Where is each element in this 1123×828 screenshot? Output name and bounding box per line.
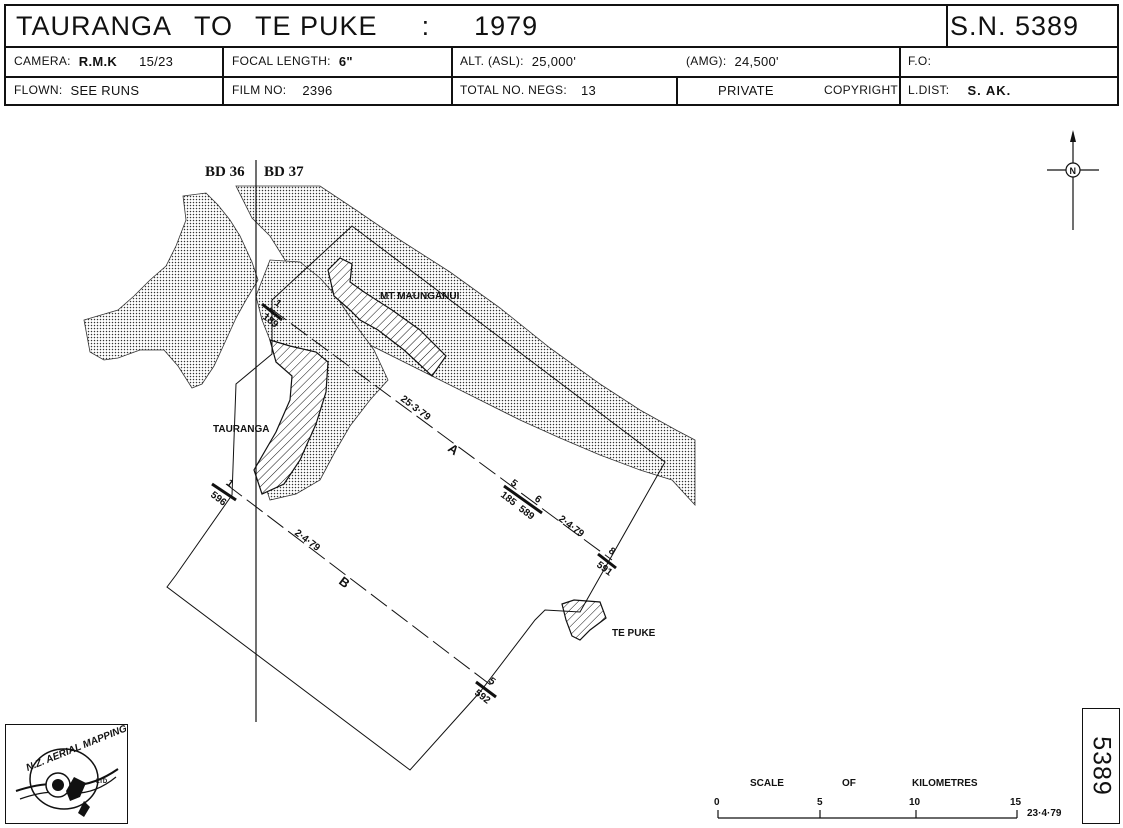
header-table: TAURANGA TO TE PUKE : 1979 S.N. 5389 CAM… xyxy=(4,4,1119,106)
run-a-letter: A xyxy=(445,440,462,458)
copyright-label: COPYRIGHT xyxy=(824,83,899,97)
ldist-field: L.DIST: S. AK. xyxy=(908,82,1012,98)
map-title: TAURANGA TO TE PUKE : 1979 xyxy=(16,6,916,46)
scale-tick-15: 15 xyxy=(1010,797,1022,808)
svg-text:N.Z. AERIAL MAPPING: N.Z. AERIAL MAPPING xyxy=(25,725,126,774)
run-a-start-tick xyxy=(261,302,283,322)
scale-tick-5: 5 xyxy=(817,797,823,808)
run-b-flight-line xyxy=(225,483,493,687)
sheet-number: S.N. 5389 xyxy=(950,10,1080,41)
scale-word: SCALE xyxy=(750,778,784,789)
run-b-end-tick xyxy=(475,680,497,699)
title-to-word: TO xyxy=(194,10,234,41)
altitude-amg-field: (AMG): 24,500' xyxy=(686,53,779,69)
focal-length-field: FOCAL LENGTH: 6" xyxy=(232,53,353,69)
header-rule xyxy=(6,46,1117,48)
title-year: 1979 xyxy=(474,10,539,41)
te-puke-urban xyxy=(561,599,607,641)
place-mt-maunganui: MT MAUNGANUI xyxy=(380,291,460,302)
header-rule xyxy=(6,76,1117,78)
svg-text:N: N xyxy=(1070,166,1077,176)
mt-maunganui-urban xyxy=(327,257,447,377)
run-b-start-tick xyxy=(211,482,237,502)
scale-of-word: OF xyxy=(842,778,856,789)
title-separator: : xyxy=(421,10,431,41)
scale-tick-0: 0 xyxy=(714,797,720,808)
run-a-mid-neg-right: 6 xyxy=(532,494,543,506)
place-te-puke: TE PUKE xyxy=(612,628,656,639)
run-a-coverage xyxy=(166,225,666,771)
company-logo: N.Z. AERIAL MAPPING LTD. xyxy=(5,723,129,824)
private-label: PRIVATE xyxy=(718,82,774,98)
coastline-land xyxy=(83,192,259,389)
scale-bar: SCALE OF KILOMETRES 0 5 10 15 23·4·79 xyxy=(714,778,1062,819)
run-b-start-neg: 1 xyxy=(224,478,235,490)
fo-field: F.O: xyxy=(908,54,932,68)
scale-date: 23·4·79 xyxy=(1027,808,1062,819)
run-b-date: 2·4·79 xyxy=(292,528,322,554)
tauranga-urban xyxy=(253,339,329,495)
run-b-end-neg: 5 xyxy=(486,676,497,688)
title-from: TAURANGA xyxy=(16,10,173,41)
scale-unit: KILOMETRES xyxy=(912,778,978,789)
title-to: TE PUKE xyxy=(255,10,378,41)
flown-field: FLOWN: SEE RUNS xyxy=(14,82,140,98)
run-a-date2: 2·4·79 xyxy=(556,514,586,540)
run-a-end-frame: 591 xyxy=(594,560,614,579)
camera-field: CAMERA: R.M.K 15/23 xyxy=(14,53,174,69)
total-negs-field: TOTAL NO. NEGS: 13 xyxy=(460,82,597,98)
scale-tick-10: 10 xyxy=(909,797,921,808)
run-a-date1: 25·3·79 xyxy=(398,394,432,424)
svg-text:LTD.: LTD. xyxy=(96,779,109,785)
altitude-asl-field: ALT. (ASL): 25,000' xyxy=(460,53,577,69)
run-b-letter: B xyxy=(336,573,353,591)
sheet-number-side: 5389 xyxy=(1082,708,1120,824)
run-a-end-tick xyxy=(597,552,617,570)
place-tauranga: TAURANGA xyxy=(213,424,269,435)
run-a-mid-neg-left: 5 xyxy=(508,478,519,490)
film-number-field: FILM NO: 2396 xyxy=(232,82,333,98)
sheet-label-left: BD 36 xyxy=(205,164,245,180)
sheet-label-right: BD 37 xyxy=(264,164,304,180)
run-a-end-neg: 8 xyxy=(606,546,617,558)
run-a-flight-line xyxy=(269,307,613,561)
aerial-mapping-logo-icon: N.Z. AERIAL MAPPING LTD. xyxy=(15,723,129,817)
run-a-start-neg: 1 xyxy=(272,298,283,310)
flight-plan-map: BD 36 BD 37 1 189 25·3·79 A 5 185 6 589 … xyxy=(83,130,1099,819)
run-a-mid-tick xyxy=(503,484,543,515)
north-arrow-icon: N xyxy=(1047,130,1099,230)
